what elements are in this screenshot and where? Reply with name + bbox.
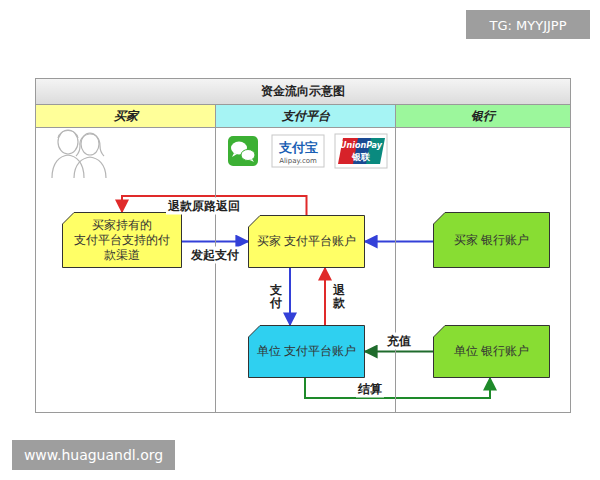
flow-label: 发起支付	[189, 246, 241, 263]
box-label: 买家 支付平台账户	[257, 234, 357, 249]
box-text: 买家 银行账户	[439, 212, 544, 268]
logo-text: Alipay.com	[279, 158, 317, 165]
column-title: 银行	[471, 108, 495, 125]
box-label: 买家 银行账户	[454, 233, 530, 248]
flow-label: 退款原路返回	[166, 198, 242, 215]
account-box: 单位 银行账户	[433, 325, 550, 378]
alipay-logo	[272, 135, 324, 167]
box-shape	[63, 213, 182, 268]
account-box: 买家持有的 支付平台支持的付 款渠道	[62, 212, 182, 268]
wechat-logo	[228, 136, 258, 166]
watermark-ground	[466, 10, 590, 39]
account-box: 买家 银行账户	[433, 212, 550, 268]
title-bar: 资金流向示意图	[35, 78, 571, 105]
box-shape	[249, 216, 365, 268]
column-header: 买家	[36, 105, 215, 128]
box-text: 单位 支付平台账户	[254, 325, 359, 378]
box-label: 买家持有的 支付平台支持的付 款渠道	[68, 218, 176, 263]
flow-arrow	[365, 351, 433, 353]
watermark-ground	[12, 440, 175, 470]
watermark: TG: MYYJJPP	[490, 18, 567, 31]
diagram-title: 资金流向示意图	[261, 83, 345, 100]
logo-text: 银联	[352, 153, 370, 162]
account-box: 单位 支付平台账户	[248, 325, 365, 378]
account-box: 买家 支付平台账户	[248, 215, 365, 268]
box-text: 买家持有的 支付平台支持的付 款渠道	[68, 212, 176, 268]
box-label: 单位 支付平台账户	[257, 344, 357, 359]
watermark: www.huaguandl.org	[24, 448, 163, 462]
box-text: 买家 支付平台账户	[254, 215, 359, 268]
flow-arrow	[289, 268, 291, 325]
flow-label: 支付	[270, 282, 282, 310]
column-header: 支付平台	[216, 105, 395, 128]
logo-text: 支付宝	[279, 141, 318, 154]
people-icon	[52, 130, 106, 178]
box-label: 单位 银行账户	[454, 344, 530, 359]
column-title: 支付平台	[282, 108, 330, 125]
logo-text: UnionPay	[340, 142, 382, 150]
unionpay-logo	[335, 134, 387, 168]
box-shape	[434, 213, 550, 268]
flow-label: 退款	[333, 282, 345, 310]
flow-label: 充值	[385, 332, 413, 349]
flow-arrow	[305, 378, 490, 398]
swimlane-column: 银行买家 银行账户单位 银行账户	[395, 104, 571, 413]
box-shape	[434, 326, 550, 378]
flow-arrow	[365, 241, 433, 243]
flow-arrow	[324, 268, 326, 325]
column-header: 银行	[396, 105, 570, 128]
box-shape	[249, 326, 365, 378]
box-text: 单位 银行账户	[439, 325, 544, 378]
flow-label: 结算	[356, 381, 384, 398]
column-title: 买家	[114, 108, 138, 125]
